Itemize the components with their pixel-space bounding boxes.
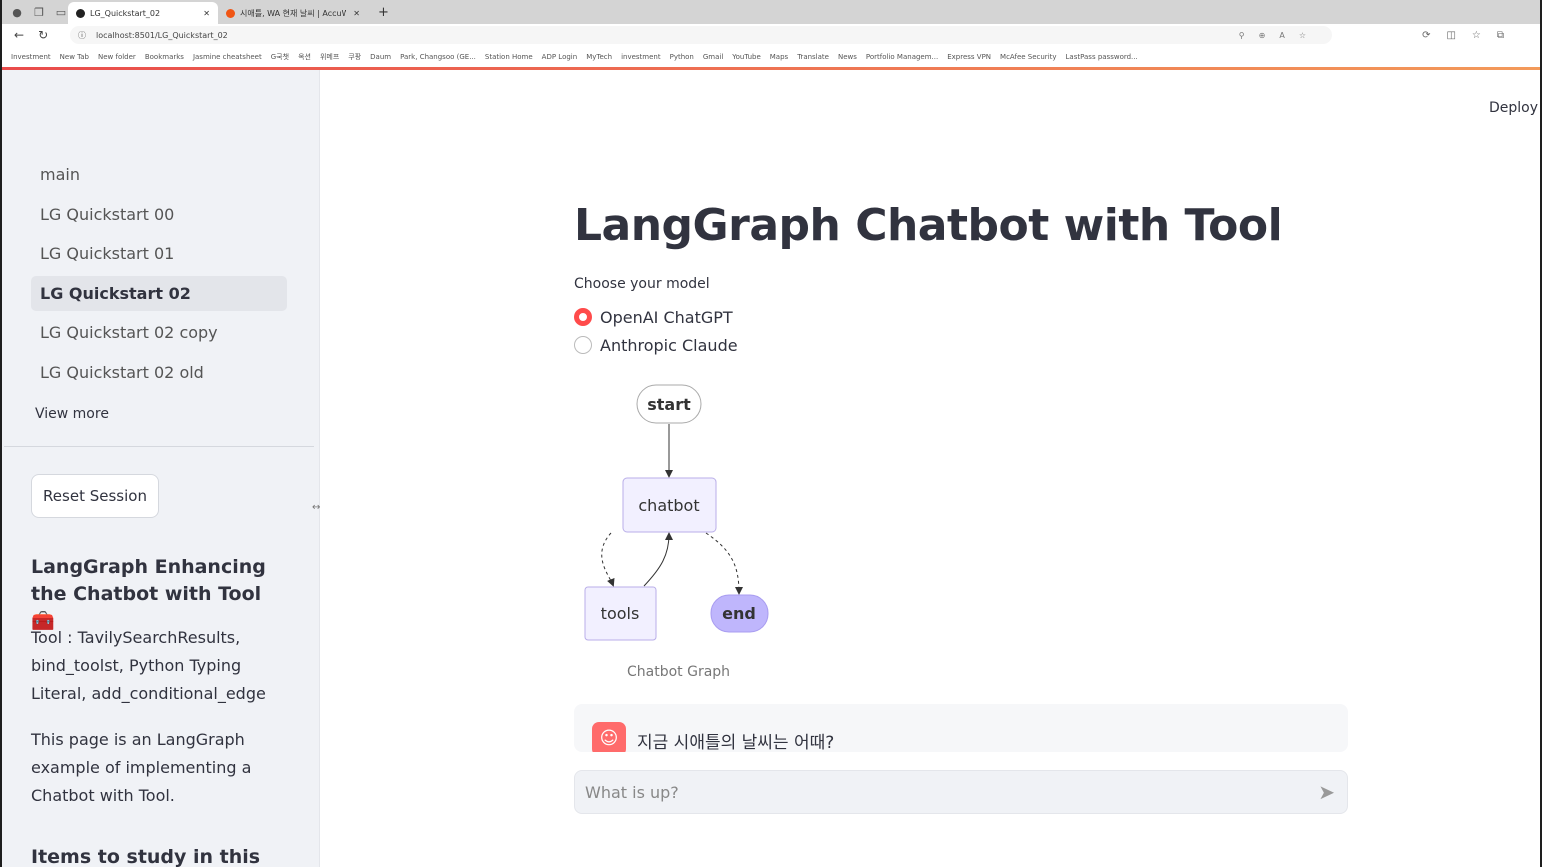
back-icon[interactable]: ← <box>14 28 25 42</box>
reset-session-button[interactable]: Reset Session <box>31 474 159 518</box>
workspaces-icon[interactable]: ❐ <box>34 5 44 19</box>
user-avatar-icon: ☺ <box>592 722 626 752</box>
tab-title: 시애틀, WA 현재 날씨 | AccuWeather <box>240 8 346 18</box>
node-label: start <box>647 395 691 414</box>
main-content: Deploy LangGraph Chatbot with Tool Choos… <box>321 70 1540 867</box>
edge-chatbot-end <box>705 532 743 595</box>
reload-icon[interactable]: ↻ <box>38 28 49 42</box>
description-text: This page is an LangGraph example of imp… <box>31 730 252 805</box>
tab-lg-quickstart[interactable]: LG_Quickstart_02 ✕ <box>68 2 218 24</box>
bookmark-item[interactable]: 위메프 <box>319 52 340 61</box>
bookmark-item[interactable]: MyTech <box>586 52 613 61</box>
url-input[interactable]: ⓘ localhost:8501/LG_Quickstart_02 ⚲⊕A☆ <box>70 26 1332 44</box>
bookmark-item[interactable]: News <box>837 52 857 61</box>
bookmark-item[interactable]: Investment <box>11 52 51 61</box>
resize-handle[interactable]: ↔ <box>312 502 321 513</box>
bookmark-item[interactable]: 옥션 <box>298 52 311 61</box>
bookmark-item[interactable]: Express VPN <box>947 52 992 61</box>
sidebar-nav-item[interactable]: LG Quickstart 02 old <box>40 363 204 382</box>
tab-title: LG_Quickstart_02 <box>90 8 161 18</box>
close-tab-icon[interactable]: ✕ <box>353 8 360 18</box>
page-title: LangGraph Chatbot with Tool <box>574 200 1283 251</box>
bookmark-item[interactable]: Translate <box>797 52 829 61</box>
edge-tools-chatbot <box>643 532 673 587</box>
tool-text: Tool : TavilySearchResults, bind_toolst,… <box>31 628 266 703</box>
toolbox-icon: 🧰 <box>31 610 55 632</box>
bookmark-item[interactable]: Maps <box>769 52 789 61</box>
divider <box>4 446 314 447</box>
address-actions-icon[interactable]: ⚲⊕A☆ <box>1238 30 1320 40</box>
node-chatbot <box>622 477 717 533</box>
bookmark-item[interactable]: G국챗 <box>270 52 290 61</box>
chat-input-placeholder: What is up? <box>585 783 679 802</box>
streamlit-favicon-icon <box>76 8 85 18</box>
info-icon: ⓘ <box>78 30 86 40</box>
close-tab-icon[interactable]: ✕ <box>203 8 210 18</box>
radio-anthropic[interactable] <box>574 336 592 354</box>
node-label: end <box>722 604 756 623</box>
bookmark-item[interactable]: Park, Changsoo (GE... <box>400 52 476 61</box>
bookmark-item[interactable]: Python <box>669 52 694 61</box>
node-label: chatbot <box>638 496 699 515</box>
sidebar-nav-item[interactable]: main <box>40 165 80 184</box>
send-icon[interactable]: ➤ <box>1318 780 1335 804</box>
node-start <box>636 384 702 424</box>
radio-openai[interactable] <box>574 308 592 326</box>
sidebar-nav-item[interactable]: LG Quickstart 02 <box>31 275 287 311</box>
bookmark-item[interactable]: Portfolio Managem... <box>865 52 939 61</box>
heading-text: LangGraph Enhancing the Chatbot with Too… <box>31 556 266 605</box>
bookmark-item[interactable]: Gmail <box>702 52 724 61</box>
bookmark-item[interactable]: 쿠팡 <box>348 52 362 61</box>
loading-accent-line <box>2 67 1540 70</box>
bookmark-item[interactable]: LastPass password... <box>1065 52 1138 61</box>
address-bar-row: ← ↻ ⓘ localhost:8501/LG_Quickstart_02 ⚲⊕A… <box>2 24 1540 46</box>
chat-input[interactable]: What is up? ➤ <box>574 770 1348 814</box>
edge-chatbot-tools <box>601 532 615 587</box>
bookmarks-bar: Investment New Tab New folder Bookmarks Jasm… <box>2 46 1540 67</box>
tab-accuweather[interactable]: 시애틀, WA 현재 날씨 | AccuWeather ✕ <box>218 2 368 24</box>
profile-icon[interactable]: ● <box>12 5 22 19</box>
tab-bar: ● ❐ ▭ LG_Quickstart_02 ✕ 시애틀, WA 현재 날씨 | … <box>2 0 1540 24</box>
tab-actions-icon[interactable]: ▭ <box>55 5 67 19</box>
view-more-link[interactable]: View more <box>35 406 109 422</box>
bookmark-item[interactable]: New Tab <box>59 52 89 61</box>
node-end <box>710 594 769 633</box>
new-tab-icon[interactable]: + <box>378 4 389 20</box>
chat-message: ☺ 지금 시애틀의 날씨는 어때? <box>574 704 1348 752</box>
graph-caption: Chatbot Graph <box>627 664 731 680</box>
bookmark-item[interactable]: McAfee Security <box>1000 52 1057 61</box>
bookmark-item[interactable]: Daum <box>370 52 392 61</box>
bookmark-item[interactable]: Bookmarks <box>144 52 184 61</box>
radio-label: Anthropic Claude <box>600 336 738 355</box>
sidebar-nav-item[interactable]: LG Quickstart 01 <box>40 244 175 264</box>
bookmark-item[interactable]: YouTube <box>732 52 761 61</box>
sidebar: main LG Quickstart 00 LG Quickstart 01 LG Q… <box>2 70 320 867</box>
bookmark-item[interactable]: ADP Login <box>541 52 578 61</box>
radio-label: OpenAI ChatGPT <box>600 308 733 327</box>
bookmark-item[interactable]: Jasmine cheatsheet <box>192 52 262 61</box>
bookmark-item[interactable]: New folder <box>98 52 136 61</box>
sidebar-heading: LangGraph Enhancing the Chatbot with Too… <box>31 554 291 635</box>
message-text: 지금 시애틀의 날씨는 어때? <box>637 733 835 752</box>
node-tools <box>584 586 657 641</box>
items-heading: Items to study in this <box>31 846 261 867</box>
sidebar-nav-item[interactable]: LG Quickstart 02 copy <box>40 323 218 343</box>
toolbar-icons[interactable]: ⟳◫☆⧉ <box>1422 29 1520 41</box>
sidebar-nav-item[interactable]: LG Quickstart 00 <box>40 204 175 224</box>
chatbot-graph: start chatbot tools end <box>584 384 769 641</box>
node-label: tools <box>601 604 640 623</box>
bookmark-item[interactable]: Station Home <box>484 52 533 61</box>
url-text: localhost:8501/LG_Quickstart_02 <box>96 30 228 40</box>
model-label: Choose your model <box>574 276 710 292</box>
deploy-button[interactable]: Deploy <box>1488 100 1538 116</box>
accuweather-favicon-icon <box>226 8 235 18</box>
bookmark-item[interactable]: investment <box>621 52 661 61</box>
